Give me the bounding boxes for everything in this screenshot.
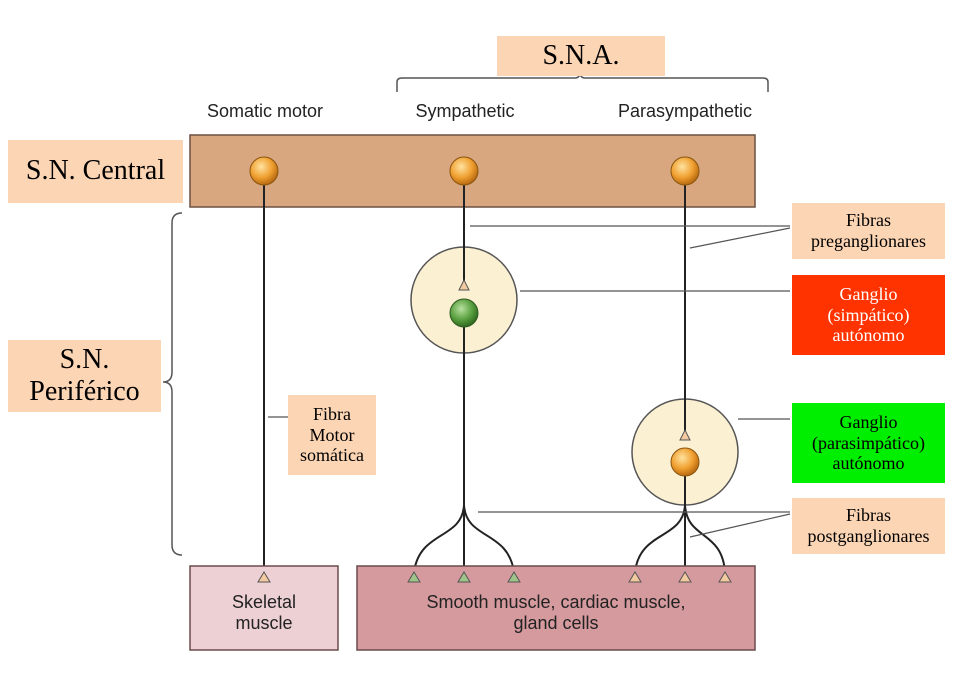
parasympathetic-terminal-right — [718, 571, 732, 583]
parasympathetic-branch-right — [684, 504, 726, 573]
parasympathetic-terminal-middle — [678, 571, 692, 583]
sna-label: S.N.A. — [497, 36, 665, 76]
parasympathetic-text: Parasympathetic — [617, 100, 753, 121]
parasympathetic-terminal-left — [628, 571, 642, 583]
sympathetic-branch-left — [413, 504, 465, 573]
smooth-line-1: Smooth muscle, cardiac muscle, — [426, 592, 686, 613]
somatic-motor-text: Somatic motor — [206, 100, 324, 121]
fibras-preganglionares-label: Fibras preganglionares — [792, 203, 945, 259]
sympathetic-text: Sympathetic — [415, 100, 515, 121]
peripheral-bracket — [162, 212, 183, 556]
ganglio-simpatico-label: Ganglio (simpático) autónomo — [792, 275, 945, 355]
fibras-pre-line-1: Fibras — [846, 210, 891, 231]
sympathetic-preganglionic-neuron-body — [449, 156, 479, 186]
ganglio-para-line-2: (parasimpático) — [812, 432, 925, 453]
fibras-post-line-1: Fibras — [846, 505, 891, 526]
ganglio-para-line-3: autónomo — [832, 453, 905, 474]
fibra-motor-line-2: Motor — [309, 424, 355, 445]
fibra-motor-line-3: somática — [300, 445, 364, 466]
ganglio-parasimpatico-label: Ganglio (parasimpático) autónomo — [792, 403, 945, 483]
somatic-motor-heading: Somatic motor — [190, 98, 340, 124]
sympathetic-ganglion-neuron-body — [449, 298, 479, 328]
sn-periferico-line-2: Periférico — [29, 376, 140, 407]
sn-periferico-line-1: S.N. — [59, 343, 110, 375]
parasympathetic-ganglion-neuron-body — [670, 447, 700, 477]
fibras-post-line-2: postganglionares — [807, 526, 930, 546]
sympathetic-terminal-left — [407, 571, 421, 583]
leader-pre-parasympathetic — [689, 227, 791, 249]
parasympathetic-heading: Parasympathetic — [600, 98, 770, 124]
smooth-line-2: gland cells — [513, 613, 599, 633]
ganglio-simp-line-3: autónomo — [832, 325, 905, 346]
sympathetic-terminal-middle — [457, 571, 471, 583]
ganglio-simp-line-1: Ganglio — [839, 283, 898, 304]
sna-text: S.N.A. — [542, 39, 620, 71]
smooth-muscle-label: Smooth muscle, cardiac muscle, gland cel… — [357, 588, 755, 638]
ganglio-simp-line-2: (simpático) — [827, 304, 910, 325]
sympathetic-heading: Sympathetic — [390, 98, 540, 124]
fibra-motor-somatica-label: Fibra Motor somática — [288, 395, 376, 475]
fibra-motor-line-1: Fibra — [313, 403, 351, 424]
parasympathetic-branch-left — [634, 504, 686, 573]
skeletal-line-1: Skeletal — [231, 592, 297, 613]
parasympathetic-preganglionic-neuron-body — [670, 156, 700, 186]
skeletal-muscle-label: Skeletal muscle — [190, 588, 338, 638]
somatic-terminal — [257, 571, 271, 583]
ganglio-para-line-1: Ganglio — [839, 411, 898, 432]
fibras-postganglionares-label: Fibras postganglionares — [792, 498, 945, 554]
sn-central-label: S.N. Central — [8, 140, 183, 203]
sn-central-text: S.N. Central — [25, 155, 166, 187]
fibras-pre-line-2: preganglionares — [811, 231, 926, 251]
skeletal-line-2: muscle — [235, 613, 293, 633]
sympathetic-synapse-terminal — [458, 278, 470, 291]
somatic-neuron-body — [249, 156, 279, 186]
leader-post-parasympathetic — [689, 513, 791, 538]
parasympathetic-synapse-terminal — [679, 428, 691, 441]
sympathetic-branch-right — [463, 504, 515, 573]
sympathetic-terminal-right — [507, 571, 521, 583]
sn-periferico-label: S.N. Periférico — [8, 340, 161, 412]
